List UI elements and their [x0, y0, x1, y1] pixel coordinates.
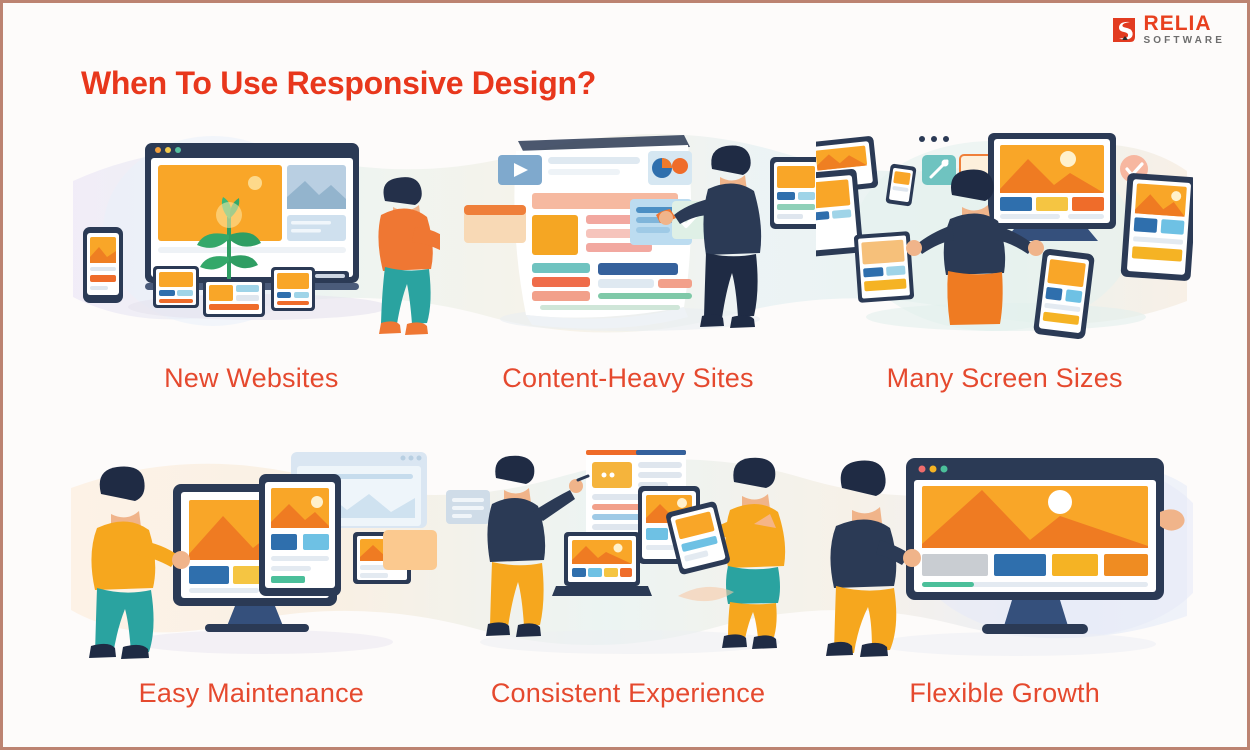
- caption-easy-maintenance: Easy Maintenance: [138, 678, 364, 708]
- page-title: When To Use Responsive Design?: [81, 65, 596, 101]
- caption-new-websites: New Websites: [164, 363, 339, 393]
- caption-many-screen-sizes: Many Screen Sizes: [886, 363, 1123, 393]
- relia-swan-mark-icon: [1110, 15, 1138, 45]
- illustration-person-stretching-monitor: [816, 428, 1193, 668]
- cell-easy-maintenance: Easy Maintenance: [63, 428, 440, 728]
- cell-content-heavy-sites: Content-Heavy Sites: [440, 111, 817, 411]
- row-1-cells: New Websites: [63, 111, 1194, 411]
- cell-consistent-experience: Consistent Experience: [440, 428, 817, 728]
- logo-brand-subtitle: SOFTWARE: [1143, 35, 1225, 46]
- row-2-cells: Easy Maintenance: [63, 428, 1193, 728]
- caption-consistent-experience: Consistent Experience: [490, 678, 766, 708]
- logo-brand-name: RELIA: [1143, 12, 1212, 35]
- illustration-person-touching-monitor-stack: [63, 428, 440, 668]
- caption-content-heavy-sites: Content-Heavy Sites: [502, 363, 754, 393]
- illustration-person-with-many-screens: [816, 111, 1194, 351]
- cell-flexible-growth: Flexible Growth: [816, 428, 1193, 728]
- cell-many-screen-sizes: Many Screen Sizes: [816, 111, 1194, 411]
- row-2: Easy Maintenance: [3, 428, 1247, 728]
- illustration-two-people-multiple-devices: [440, 428, 817, 668]
- illustration-long-scrolling-content-page: [440, 111, 817, 351]
- row-1: New Websites: [3, 111, 1247, 411]
- cell-new-websites: New Websites: [63, 111, 440, 411]
- caption-flexible-growth: Flexible Growth: [909, 678, 1100, 708]
- illustration-browser-plant-devices: [63, 111, 440, 351]
- relia-software-logo: RELIA SOFTWARE: [1110, 13, 1225, 46]
